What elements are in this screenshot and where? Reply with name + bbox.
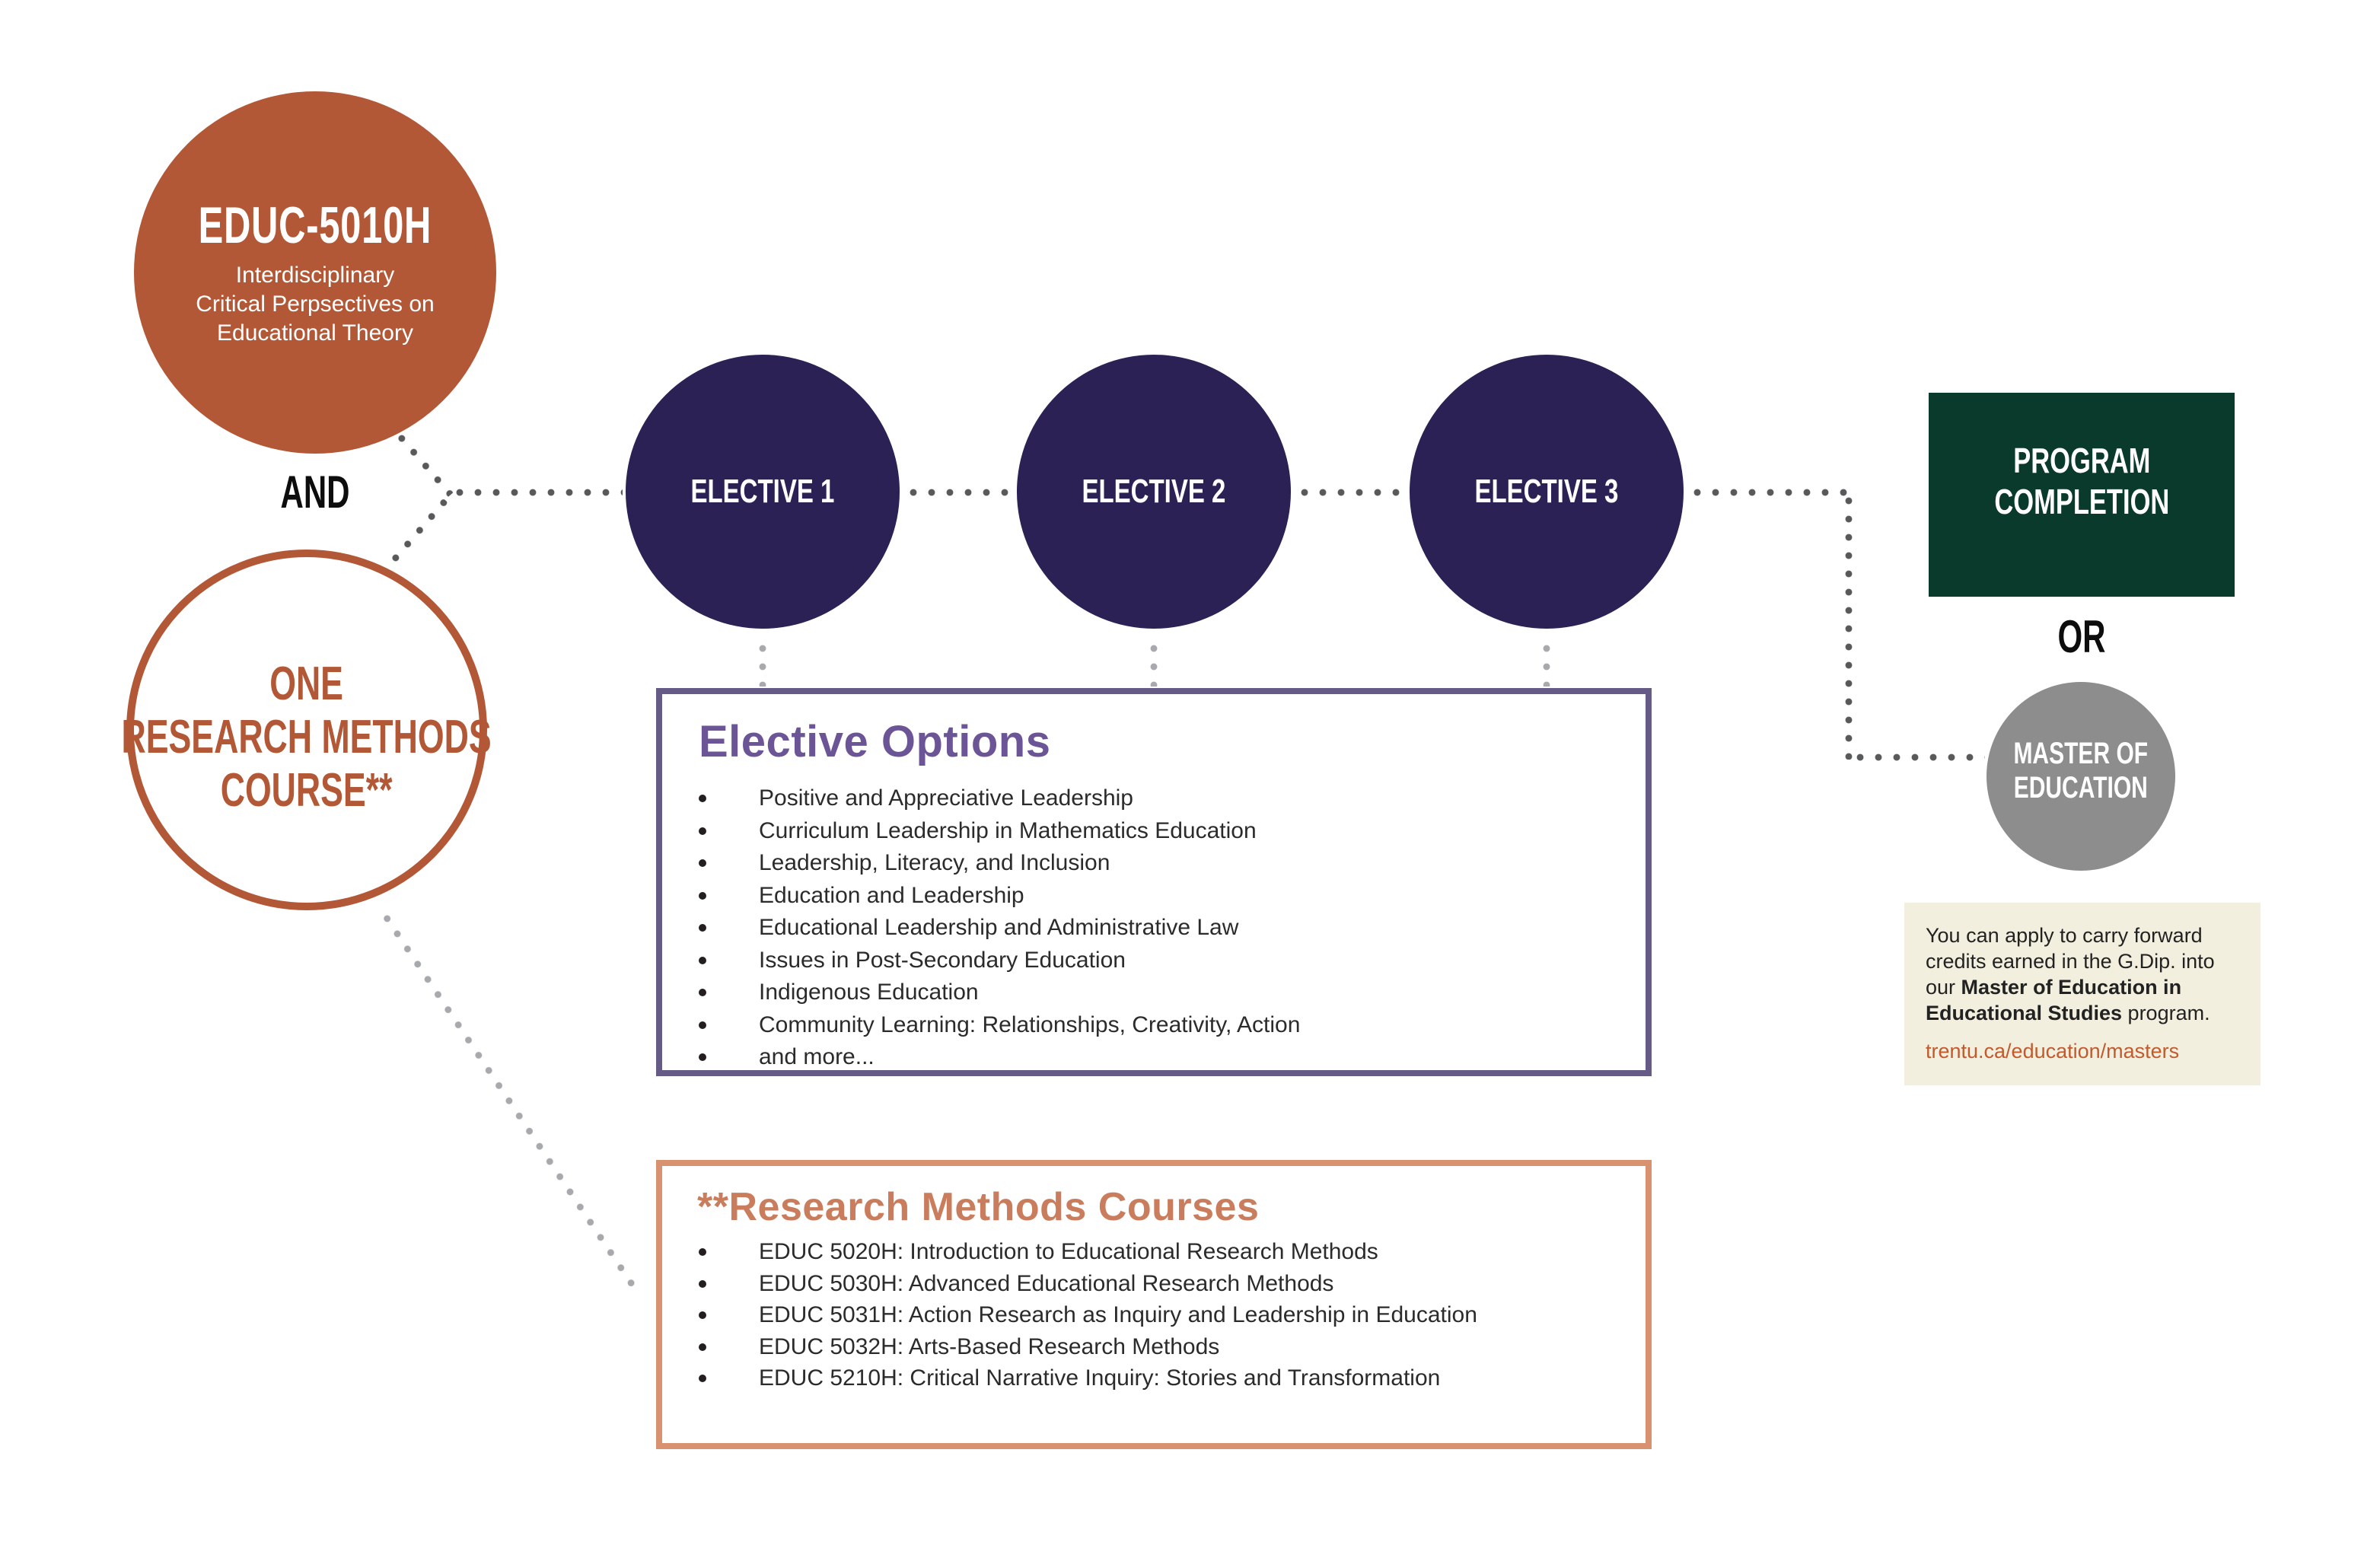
core-course-circle: EDUC-5010H Interdisciplinary Critical Pe…	[134, 91, 496, 454]
research-circle-line: ONE	[269, 658, 344, 710]
research-circle-line: RESEARCH METHODS	[121, 711, 492, 763]
list-item: Curriculum Leadership in Mathematics Edu…	[699, 815, 1623, 848]
note-text-prefix: You can apply to carry forward credits e…	[1926, 924, 2215, 999]
dotted-connector-elective1-to-elective2	[904, 489, 1014, 496]
elective-circle-3: ELECTIVE 3	[1410, 355, 1684, 629]
course-name-line: Critical Perpsectives on	[196, 292, 435, 317]
note-text-bold: Master of Education in Educational Studi…	[1926, 976, 2182, 1024]
course-name: Interdisciplinary Critical Perpsectives …	[196, 261, 434, 348]
list-item: and more...	[699, 1041, 1623, 1074]
master-of-education-text: MASTER OF EDUCATION	[2014, 737, 2149, 805]
list-item: Education and Leadership	[699, 880, 1623, 913]
research-methods-title: **Research Methods Courses	[697, 1185, 1260, 1229]
master-of-education-circle: MASTER OF EDUCATION	[1987, 682, 2175, 871]
program-completion-line: PROGRAM	[2012, 441, 2151, 480]
dotted-connector-junction-to-elective1	[451, 489, 623, 496]
research-methods-panel: **Research Methods Courses EDUC 5020H: I…	[656, 1160, 1652, 1449]
elective-label: ELECTIVE 1	[690, 473, 835, 510]
elective-label: ELECTIVE 3	[1474, 473, 1619, 510]
elective-circle-1: ELECTIVE 1	[626, 355, 900, 629]
list-item: EDUC 5032H: Arts-Based Research Methods	[699, 1331, 1623, 1363]
dotted-connector-elective2-to-elective3	[1295, 489, 1405, 496]
dotted-connector-corner-down	[1845, 492, 1853, 760]
research-methods-list: EDUC 5020H: Introduction to Educational …	[662, 1236, 1623, 1394]
elective-label: ELECTIVE 2	[1082, 473, 1226, 510]
list-item: Educational Leadership and Administrativ…	[699, 912, 1623, 945]
list-item: Positive and Appreciative Leadership	[699, 782, 1623, 815]
program-completion-line: COMPLETION	[1993, 482, 2169, 521]
dotted-connector-elective1-to-options	[759, 639, 766, 687]
dotted-connector-elective3-to-corner	[1688, 489, 1850, 496]
dotted-connector-elective3-to-options	[1543, 639, 1550, 687]
masters-program-link[interactable]: trentu.ca/education/masters	[1926, 1040, 2180, 1063]
dotted-connector-elective2-to-options	[1150, 639, 1158, 687]
program-completion-box: PROGRAM COMPLETION	[1929, 393, 2235, 597]
research-circle-line: COURSE**	[221, 764, 393, 817]
list-item: EDUC 5031H: Action Research as Inquiry a…	[699, 1299, 1623, 1331]
research-methods-circle: ONE RESEARCH METHODS COURSE**	[122, 550, 492, 910]
dotted-connector-to-master	[1851, 753, 1985, 761]
program-completion-text: PROGRAM COMPLETION	[1994, 440, 2169, 522]
list-item: EDUC 5210H: Critical Narrative Inquiry: …	[699, 1362, 1623, 1394]
and-label: AND	[280, 467, 350, 518]
course-name-line: Interdisciplinary	[235, 263, 395, 288]
list-item: Community Learning: Relationships, Creat…	[699, 1009, 1623, 1042]
course-code: EDUC-5010H	[198, 196, 432, 254]
course-name-line: Educational Theory	[217, 320, 413, 346]
note-text: You can apply to carry forward credits e…	[1926, 924, 2215, 1024]
elective-circle-2: ELECTIVE 2	[1017, 355, 1291, 629]
list-item: EDUC 5020H: Introduction to Educational …	[699, 1236, 1623, 1268]
note-text-suffix: program.	[2122, 1002, 2210, 1024]
dotted-connector-research-circle-to-methods-panel	[378, 909, 639, 1293]
elective-options-panel: Elective Options Positive and Appreciati…	[656, 688, 1652, 1076]
list-item: EDUC 5030H: Advanced Educational Researc…	[699, 1268, 1623, 1300]
note-box: You can apply to carry forward credits e…	[1904, 903, 2261, 1085]
elective-options-title: Elective Options	[699, 717, 1051, 766]
master-line: MASTER OF	[2013, 737, 2149, 770]
or-label: OR	[2057, 611, 2106, 662]
master-line: EDUCATION	[2013, 771, 2149, 804]
research-circle-text: ONE RESEARCH METHODS COURSE**	[122, 642, 492, 817]
list-item: Issues in Post-Secondary Education	[699, 945, 1623, 977]
list-item: Indigenous Education	[699, 976, 1623, 1009]
list-item: Leadership, Literacy, and Inclusion	[699, 847, 1623, 880]
